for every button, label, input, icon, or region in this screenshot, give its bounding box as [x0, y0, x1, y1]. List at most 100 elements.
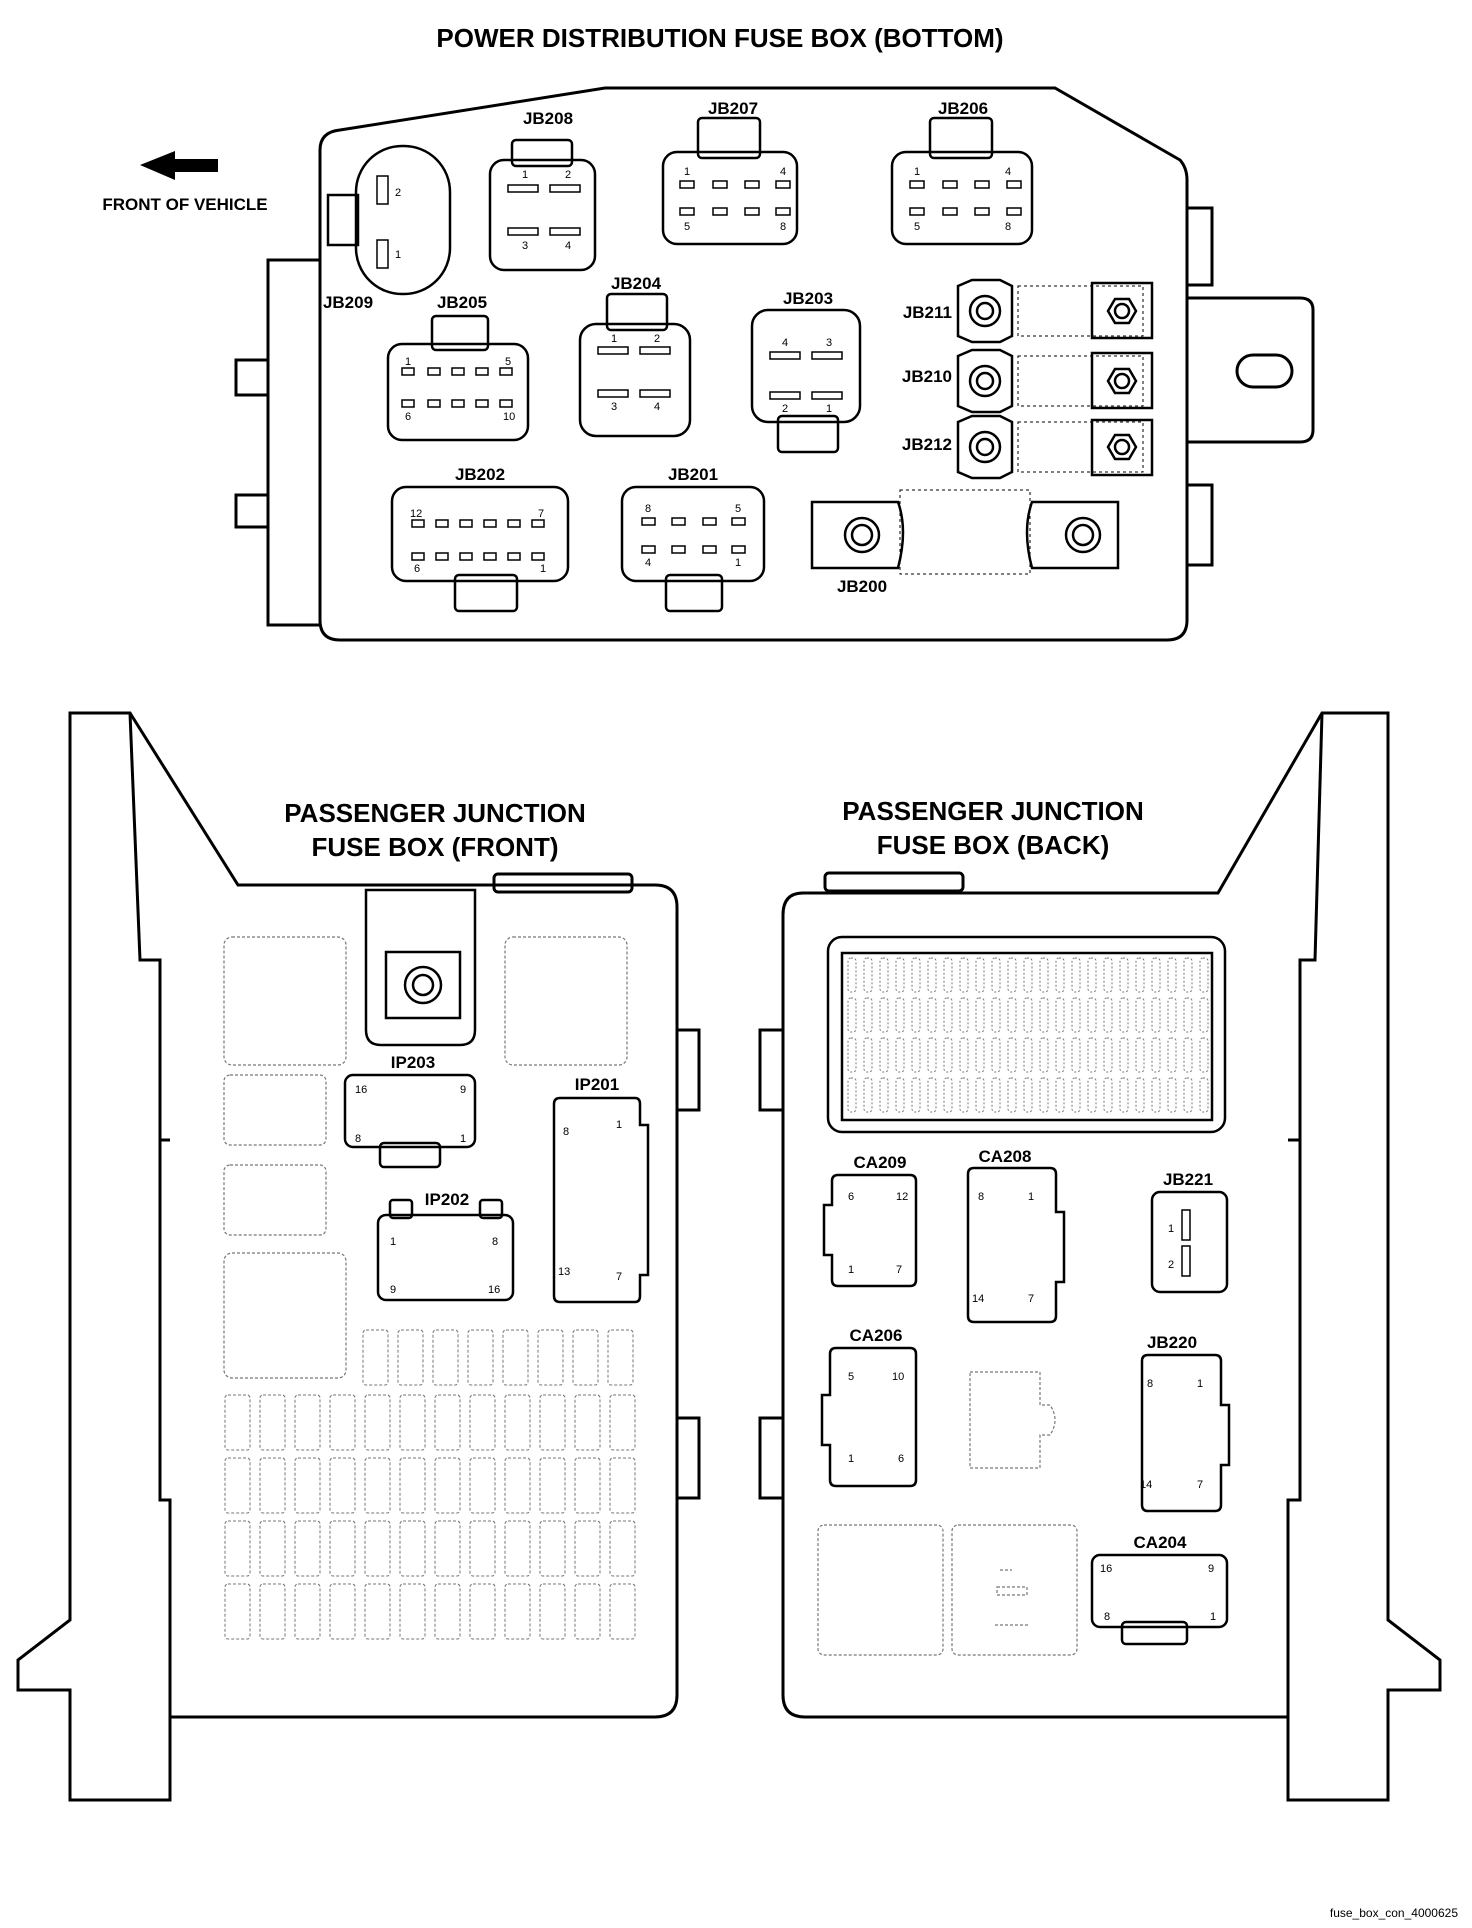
- fuse-slot: [362, 1329, 389, 1386]
- fuse-slot: [911, 1037, 921, 1073]
- ca206-pin-6: 6: [898, 1453, 904, 1465]
- fuse-slot: [1167, 1037, 1177, 1073]
- fuse-slot: [1167, 1077, 1177, 1113]
- jb204-pin-4: 4: [654, 401, 660, 413]
- jb202-pin-7: 7: [538, 508, 544, 520]
- fuse-slot: [911, 997, 921, 1033]
- fuse-slot: [1007, 997, 1017, 1033]
- connector-jb201: [620, 485, 766, 613]
- front-of-vehicle-label: FRONT OF VEHICLE: [102, 195, 267, 214]
- fuse-slot: [895, 1077, 905, 1113]
- fuse-slot: [574, 1583, 601, 1640]
- fuse-slot: [1151, 997, 1161, 1033]
- connector-jb221: [1150, 1190, 1229, 1294]
- footer-filename: fuse_box_con_4000625: [1330, 1906, 1458, 1920]
- front-box-title-line2: FUSE BOX (FRONT): [312, 832, 559, 862]
- fuse-slot: [504, 1520, 531, 1577]
- fuse-slot: [1119, 957, 1129, 993]
- jb221-pin-2: 2: [1168, 1259, 1174, 1271]
- fuse-slot: [469, 1520, 496, 1577]
- fuse-slot: [469, 1457, 496, 1514]
- fuse-slot: [1007, 957, 1017, 993]
- fuse-slot: [991, 957, 1001, 993]
- fuse-slot: [259, 1583, 286, 1640]
- fuse-slot: [1135, 1077, 1145, 1113]
- jb210-label: JB210: [902, 367, 952, 386]
- connector-jb202: [390, 485, 570, 613]
- fuse-slot: [1199, 997, 1209, 1033]
- fuse-slot: [574, 1457, 601, 1514]
- jb201-label: JB201: [668, 465, 718, 484]
- fuse-slot: [943, 957, 953, 993]
- jb207-pin-1: 1: [684, 166, 690, 178]
- fuse-slot: [574, 1520, 601, 1577]
- fuse-slot: [1151, 1037, 1161, 1073]
- jb205-pin-5: 5: [505, 356, 511, 368]
- fuse-slot: [1087, 1037, 1097, 1073]
- fuse-slot: [991, 1037, 1001, 1073]
- back-box-outline: [758, 711, 1442, 1802]
- jb207-label: JB207: [708, 99, 758, 118]
- jb205-pin-6: 6: [405, 411, 411, 423]
- fuse-slot: [294, 1394, 321, 1451]
- fuse-slot: [1087, 1077, 1097, 1113]
- fuse-slot: [224, 1520, 251, 1577]
- fuse-slot: [294, 1583, 321, 1640]
- jb202-label: JB202: [455, 465, 505, 484]
- fuse-slot: [609, 1394, 636, 1451]
- jb205-label: JB205: [437, 293, 487, 312]
- jb202-pin-6: 6: [414, 563, 420, 575]
- ca204-pin-1: 1: [1210, 1611, 1216, 1623]
- fuse-slot: [399, 1394, 426, 1451]
- fuse-slot: [502, 1329, 529, 1386]
- connector-ca206: [820, 1346, 918, 1488]
- jb221-pin-1: 1: [1168, 1223, 1174, 1235]
- fuse-slot: [863, 957, 873, 993]
- fuse-slot: [399, 1457, 426, 1514]
- ip202-label: IP202: [425, 1190, 469, 1209]
- jb202-pin-12: 12: [410, 508, 422, 520]
- ca208-pin-1: 1: [1028, 1191, 1034, 1203]
- fuse-slot: [539, 1394, 566, 1451]
- jb203-pin-1: 1: [826, 403, 832, 415]
- fuse-slot: [879, 957, 889, 993]
- power-box-title: POWER DISTRIBUTION FUSE BOX (BOTTOM): [436, 23, 1003, 53]
- fuse-slot: [847, 997, 857, 1033]
- fuse-slot: [1199, 957, 1209, 993]
- ip201-pin-7: 7: [616, 1271, 622, 1283]
- fuse-slot: [537, 1329, 564, 1386]
- fuse-slot: [863, 1037, 873, 1073]
- back-fuse-grid: [847, 957, 1209, 1113]
- fuse-slot: [1183, 1037, 1193, 1073]
- jb204-pin-1: 1: [611, 333, 617, 345]
- front-box-sockets: [223, 936, 628, 1379]
- back-box-sockets: [817, 1371, 1078, 1656]
- ca204-pin-9: 9: [1208, 1563, 1214, 1575]
- fuse-slot: [1183, 1077, 1193, 1113]
- ca206-pin-1: 1: [848, 1453, 854, 1465]
- ip203-pin-16: 16: [355, 1084, 367, 1096]
- fuse-slot: [1039, 957, 1049, 993]
- ca208-pin-14: 14: [972, 1293, 984, 1305]
- fuse-slot: [397, 1329, 424, 1386]
- jb209-pin-1: 1: [395, 249, 401, 261]
- fuse-slot: [959, 1037, 969, 1073]
- jb220-pin-7: 7: [1197, 1479, 1203, 1491]
- jb201-pin-5: 5: [735, 503, 741, 515]
- fuse-slot: [1007, 1037, 1017, 1073]
- fuse-slot: [504, 1583, 531, 1640]
- jb207-pin-4: 4: [780, 166, 786, 178]
- jb206-label: JB206: [938, 99, 988, 118]
- fuse-slot: [259, 1394, 286, 1451]
- fuse-slot: [911, 957, 921, 993]
- ca204-pin-16: 16: [1100, 1563, 1112, 1575]
- jb208-pin-2: 2: [565, 169, 571, 181]
- jb206-pin-5: 5: [914, 221, 920, 233]
- connector-jb203: [750, 308, 862, 454]
- jb209-label: JB209: [323, 293, 373, 312]
- fuse-slot: [1055, 957, 1065, 993]
- fuse-slot: [1055, 1037, 1065, 1073]
- fuse-slot: [364, 1520, 391, 1577]
- connector-jb220: [1140, 1353, 1231, 1513]
